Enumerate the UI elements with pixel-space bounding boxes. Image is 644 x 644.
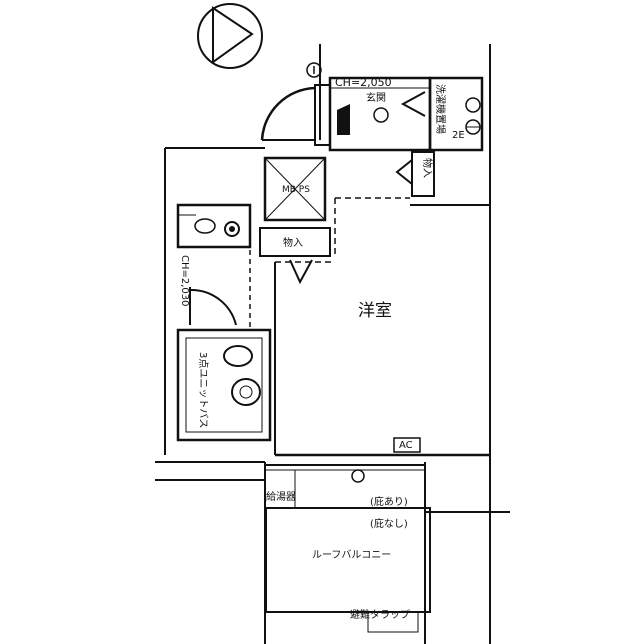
storage-mid-label: 物入 <box>283 236 303 249</box>
western-room-label: 洋室 <box>358 301 392 321</box>
unit-bath <box>176 328 272 442</box>
entrance-label: 玄関 <box>366 91 386 104</box>
mb-ps-label: MB PS <box>282 185 310 195</box>
bath-door <box>189 250 251 330</box>
circled-i-icon <box>306 62 322 78</box>
balcony <box>265 464 431 633</box>
mb-ps-shaft <box>263 156 327 222</box>
ceiling-height-bath: CH=2,030 <box>179 255 190 307</box>
ac-label: AC <box>399 440 413 451</box>
storage-top-label: 物入 <box>421 158 434 178</box>
washroom <box>176 203 252 249</box>
ceiling-height-entrance: CH=2,050 <box>335 76 392 89</box>
floor-2e-label: 2E <box>452 130 465 141</box>
washer-space-label: 洗濯機置場 <box>434 84 447 134</box>
water-heater-label: 給湯器 <box>266 490 296 503</box>
storage-top <box>395 151 435 197</box>
without-eaves-label: (庇なし) <box>370 517 408 530</box>
unit-bath-label: 3点ユニットバス <box>197 352 209 428</box>
storage-mid <box>259 227 331 285</box>
escape-hatch-label: 避難タラップ <box>350 608 410 621</box>
north-arrow-icon <box>197 3 263 69</box>
entrance-door <box>260 84 331 146</box>
balcony-label: ルーフバルコニー <box>312 549 391 561</box>
with-eaves-label: (庇あり) <box>370 495 408 508</box>
western-room <box>274 197 490 457</box>
